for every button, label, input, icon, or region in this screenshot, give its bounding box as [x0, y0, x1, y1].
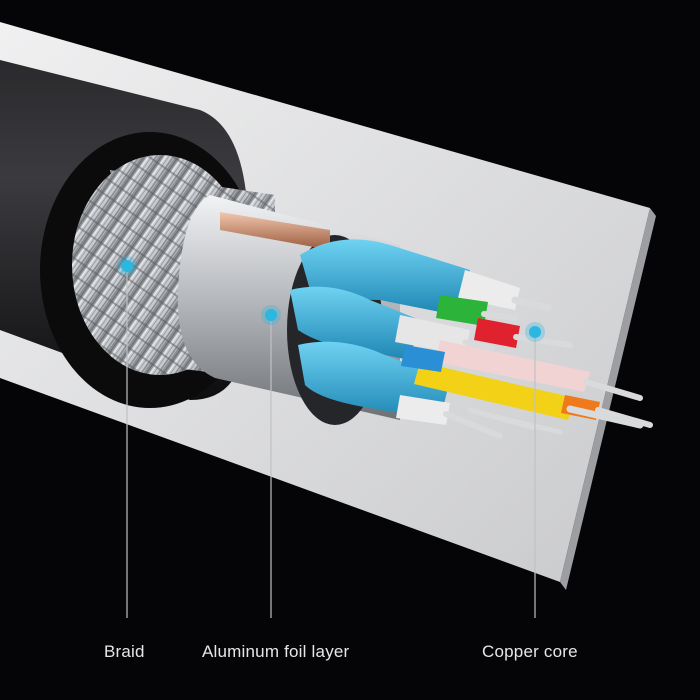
- copper-callout-dot: [525, 322, 545, 342]
- foil-callout-dot: [261, 305, 281, 325]
- display-plate-edge: [560, 208, 656, 590]
- blue-wire-small: [401, 345, 445, 372]
- blue-insulation-middle: [290, 286, 420, 360]
- drain-wire: [220, 212, 330, 250]
- braid-callout-dot: [117, 256, 137, 276]
- aluminum-foil-label: Aluminum foil layer: [202, 642, 350, 661]
- copper-core-label: Copper core: [482, 642, 578, 661]
- white-wire-bottom: [396, 395, 450, 425]
- pale-red-wire: [436, 340, 590, 392]
- green-wire: [436, 295, 488, 326]
- red-wire: [474, 318, 520, 348]
- copper-strand-tips: [443, 296, 653, 439]
- braid-label: Braid: [104, 642, 145, 661]
